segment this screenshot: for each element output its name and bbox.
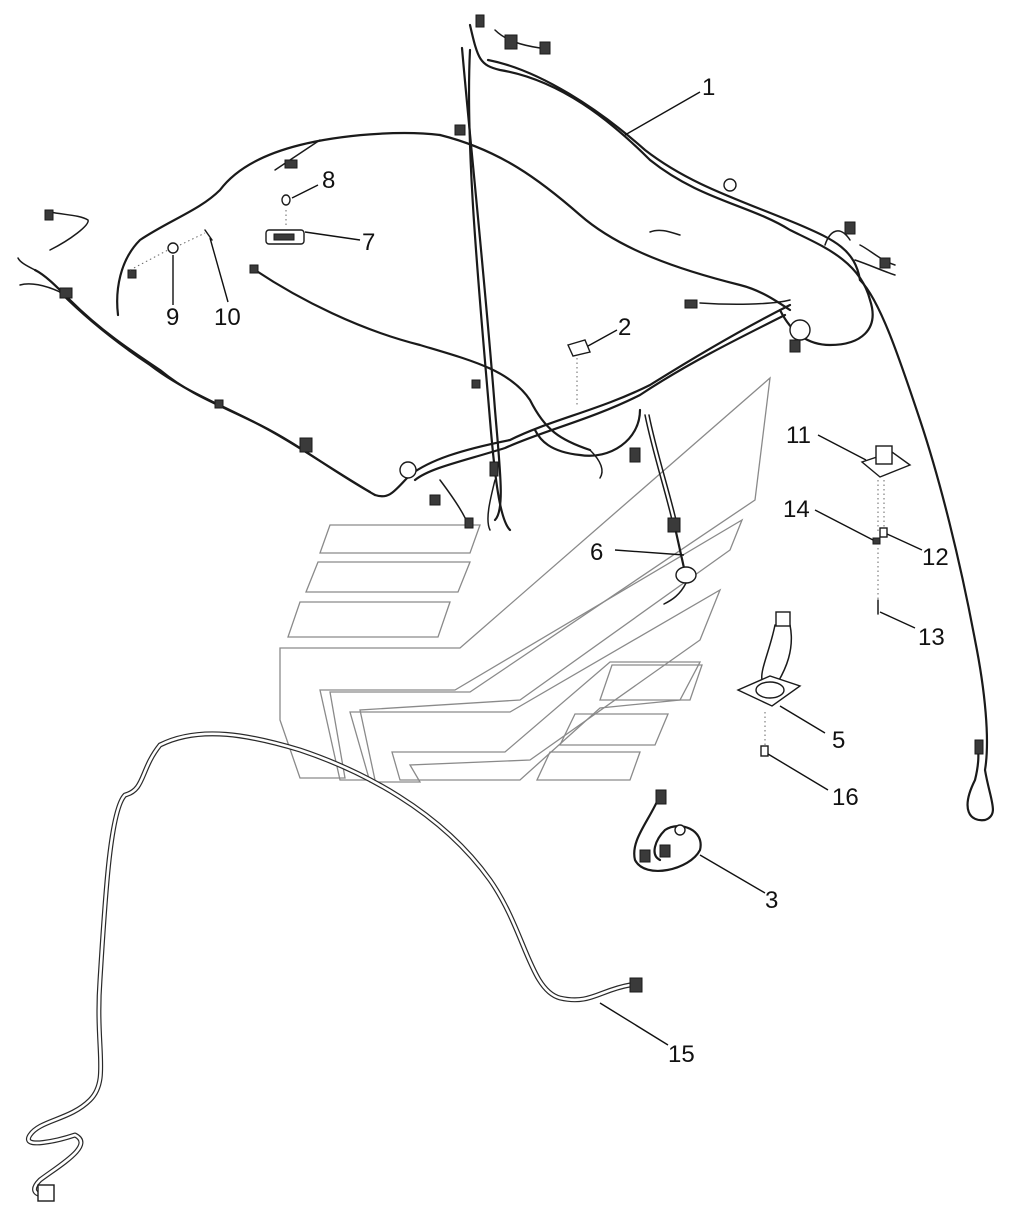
speaker-part-5 (736, 611, 802, 757)
extension-cable-part-15 (25, 731, 643, 1202)
callout-5: 5 (832, 727, 845, 754)
switch-part-11 (860, 445, 912, 600)
terminal-part-10 (204, 229, 213, 241)
callout-6: 6 (590, 539, 603, 566)
callout-14: 14 (783, 496, 810, 523)
sub-harness-part-3 (633, 789, 702, 872)
main-wiring-harness (17, 14, 994, 822)
callout-8: 8 (322, 167, 335, 194)
callout-13: 13 (918, 624, 945, 651)
connector-part-9 (129, 232, 206, 271)
callout-3: 3 (765, 887, 778, 914)
callout-labels: 1 2 3 5 6 7 8 9 10 11 12 13 14 15 16 (166, 74, 949, 1068)
nut-part-12 (879, 527, 888, 538)
callout-7: 7 (362, 229, 375, 256)
callout-16: 16 (832, 784, 859, 811)
callout-2: 2 (618, 314, 631, 341)
leader-lines (172, 91, 923, 1046)
callout-11: 11 (786, 422, 811, 449)
callout-10: 10 (214, 304, 241, 331)
clip-part-2 (567, 339, 591, 405)
watermark-logo (279, 376, 771, 783)
callout-15: 15 (668, 1041, 695, 1068)
callout-9: 9 (166, 304, 179, 331)
lamp-part-7 (265, 210, 305, 245)
washer-part-14 (872, 537, 881, 545)
callout-1: 1 (702, 74, 715, 101)
sensor-part-6 (644, 414, 697, 605)
callout-12: 12 (922, 544, 949, 571)
bulb-part-8 (281, 194, 291, 206)
